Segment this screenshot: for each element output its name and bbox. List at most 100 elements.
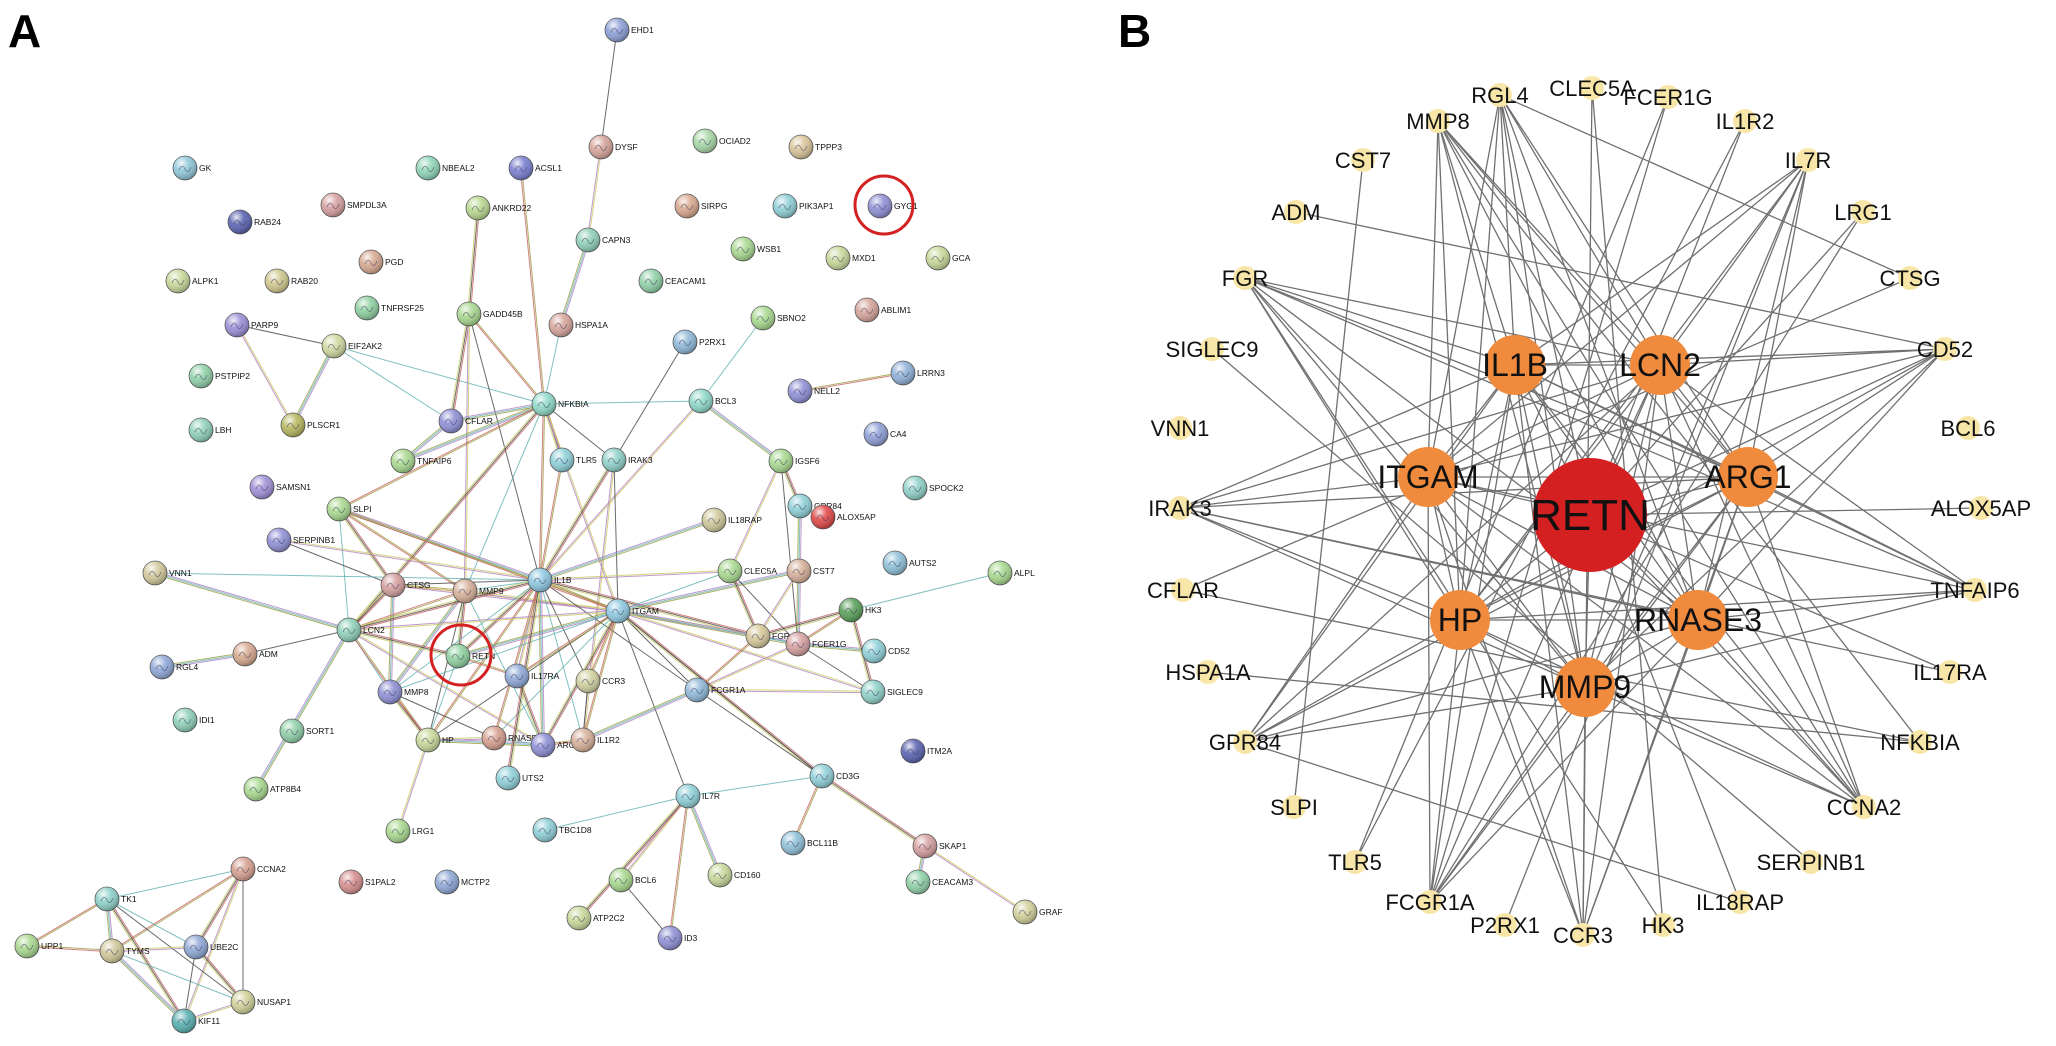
edge-lcn2-retn xyxy=(349,628,459,656)
node-il17ra: IL17RA xyxy=(504,663,560,689)
node-nbeal2: NBEAL2 xyxy=(415,155,475,181)
edge-mmp9-rgl4 xyxy=(1499,94,1586,688)
edge-tyms-nusap1 xyxy=(111,950,244,1003)
node-gloss xyxy=(606,599,630,623)
node-lbh: LBH xyxy=(188,417,232,443)
node-gloss xyxy=(605,18,629,42)
protein-structure-icon xyxy=(867,648,881,655)
edge-capn3-hspa1a xyxy=(560,239,589,326)
edge-nell2-lrrn3 xyxy=(799,371,903,391)
edge-il1b-retn xyxy=(457,579,541,657)
node-label: SMPDL3A xyxy=(347,200,387,210)
node-label: PIK3AP1 xyxy=(799,201,834,211)
edge-itgam-il17ra xyxy=(517,611,619,678)
edge-acsl1-nfkbia xyxy=(519,168,544,405)
node-tlr5: TLR5 xyxy=(1328,850,1382,875)
node-label: SKAP1 xyxy=(939,841,967,851)
edge-fgr-fcgr1a xyxy=(696,635,758,690)
node-gloss xyxy=(228,210,252,234)
node-label: CCR3 xyxy=(602,676,625,686)
edge-fcgr1a-il1r2 xyxy=(583,690,698,742)
node-gloss xyxy=(189,364,213,388)
node-gloss xyxy=(861,680,885,704)
edge-itgam-ccr3 xyxy=(586,610,618,681)
edge-skap1-graf xyxy=(924,846,1025,914)
node-label: SBNO2 xyxy=(777,313,806,323)
node-gloss xyxy=(826,246,850,270)
node-label: MCTP2 xyxy=(461,877,490,887)
node-rgl4: RGL4 xyxy=(1471,83,1529,108)
edge-ccna2-ube2c xyxy=(196,869,245,948)
protein-structure-icon xyxy=(792,568,806,575)
edge-nfkbia-lcn2 xyxy=(347,402,544,630)
edge-itgam-mmp9 xyxy=(1427,476,1586,688)
node-gloss xyxy=(173,156,197,180)
protein-structure-icon xyxy=(581,678,595,685)
node-circle xyxy=(1851,200,1875,224)
protein-structure-icon xyxy=(694,398,708,405)
node-label: RNASE3 xyxy=(508,733,542,743)
hub-circle xyxy=(1630,335,1690,395)
protein-structure-icon xyxy=(707,517,721,524)
node-label: HK3 xyxy=(1642,913,1685,938)
node-label: LRG1 xyxy=(1834,200,1891,225)
edge-ankrd22-gadd45b xyxy=(467,207,478,314)
edge-nfkbia-tnfaip6 xyxy=(402,403,545,462)
edge-il1b-mmp8 xyxy=(389,579,541,693)
node-cst7: CST7 xyxy=(1335,148,1391,173)
protein-structure-icon xyxy=(327,343,341,350)
hub-circle xyxy=(1485,335,1545,395)
hub-circle xyxy=(1398,447,1458,507)
node-gloss xyxy=(609,868,633,892)
edge-itgam-cst7 xyxy=(617,570,800,612)
protein-structure-icon xyxy=(396,458,410,465)
node-idi1: IDI1 xyxy=(172,707,215,733)
node-plscr1: PLSCR1 xyxy=(280,412,340,438)
edge-mmp9-lcn2 xyxy=(349,591,466,632)
edge-cflar-nfkbia xyxy=(450,403,545,422)
node-gloss xyxy=(689,389,713,413)
edge-itgam-cst7 xyxy=(617,569,799,611)
edge-slpi-ctsg xyxy=(338,508,394,586)
node-adm: ADM xyxy=(1272,200,1320,225)
edge-il1b-clec5a xyxy=(539,569,730,580)
edge-lcn2-rgl4 xyxy=(1499,94,1661,366)
protein-structure-icon xyxy=(931,255,945,262)
node-gloss xyxy=(731,237,755,261)
edge-il1b-hp xyxy=(428,580,541,741)
edge-gadd45b-nfkbia xyxy=(469,313,545,404)
edge-il7r-atp2c2 xyxy=(578,795,689,919)
node-lrrn3: LRRN3 xyxy=(890,360,945,386)
node-label: VNN1 xyxy=(1151,416,1210,441)
edge-ccna2-tyms xyxy=(112,869,244,953)
node-label: SAMSN1 xyxy=(276,482,311,492)
node-circle xyxy=(1571,923,1595,947)
edge-arg1-il7r xyxy=(1747,159,1809,478)
hub-node-rnase3: RNASE3 xyxy=(1634,590,1762,650)
protein-structure-icon xyxy=(690,687,704,694)
edge-itgam-ccr3 xyxy=(1427,476,1584,936)
edge-fgr-hk3 xyxy=(757,609,852,637)
edge-tk1-nusap1 xyxy=(106,898,244,1003)
edge-ankrd22-gadd45b xyxy=(468,207,479,315)
edge-il1b-il18rap xyxy=(539,518,714,580)
node-pgd: PGD xyxy=(358,249,403,275)
edge-lrg1-hp xyxy=(396,739,428,831)
edge-ccna2-tk1 xyxy=(106,868,244,900)
node-label: ALOX5AP xyxy=(1931,496,2031,521)
node-bcl6: BCL6 xyxy=(1940,416,1996,441)
edge-tk1-kif11 xyxy=(106,898,185,1022)
protein-structure-icon xyxy=(815,773,829,780)
node-circle xyxy=(1488,83,1512,107)
node-ceacam1: CEACAM1 xyxy=(638,268,706,294)
edge-eif2ak2-cflar xyxy=(333,345,452,422)
node-label: CCNA2 xyxy=(1827,795,1902,820)
node-acsl1: ACSL1 xyxy=(508,155,562,181)
protein-structure-icon xyxy=(756,315,770,322)
node-label: KIF11 xyxy=(198,1016,220,1026)
node-label: AUTS2 xyxy=(909,558,937,568)
node-circle xyxy=(1898,266,1922,290)
node-label: TNFAIP6 xyxy=(1930,578,2019,603)
edge-fcgr1a-il1r2 xyxy=(582,689,698,741)
edge-il7r-id3 xyxy=(668,795,688,938)
